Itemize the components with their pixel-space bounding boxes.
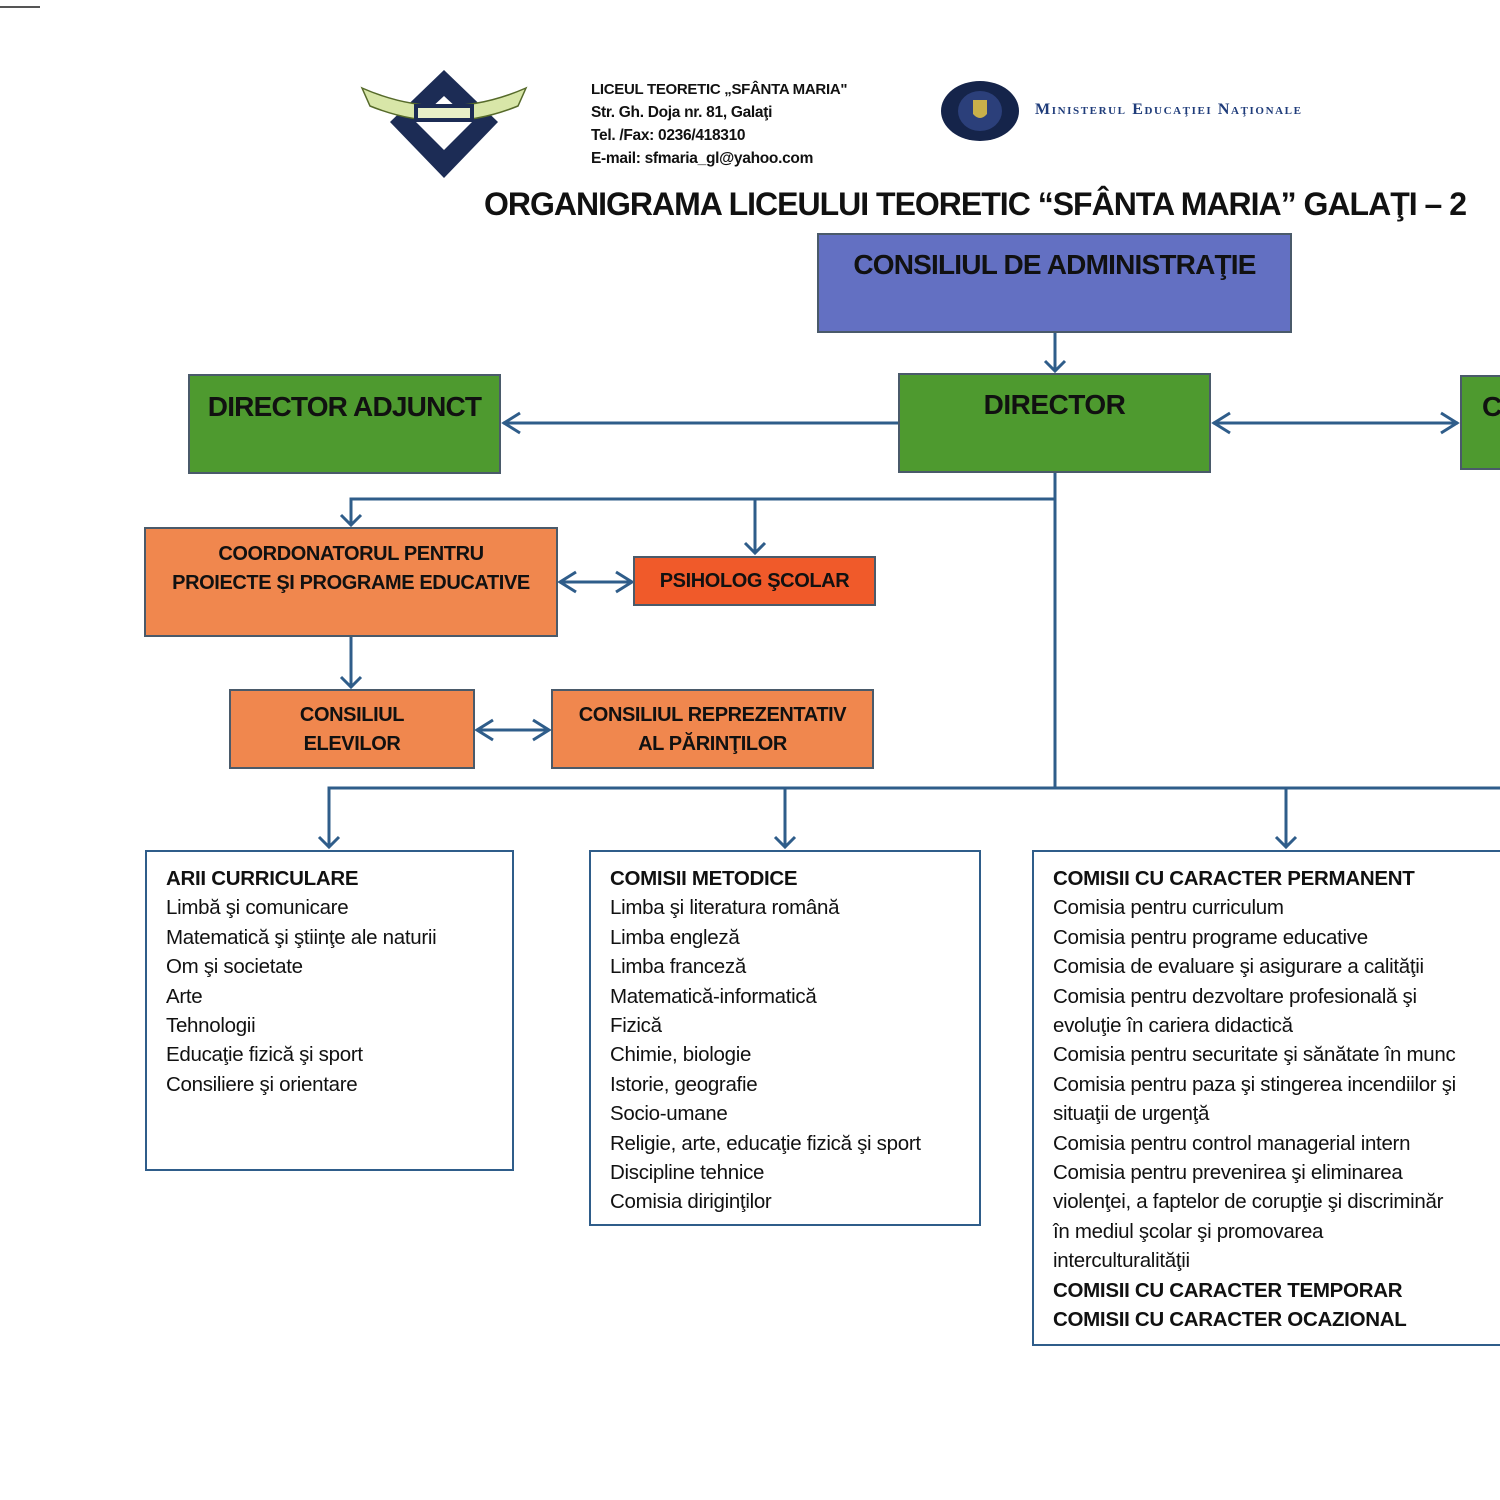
list-item: Comisia diriginţilor <box>610 1190 772 1214</box>
elevilor-line-1: CONSILIUL <box>299 704 405 726</box>
list-item: COMISII CU CARACTER TEMPORAR <box>1053 1278 1403 1302</box>
list-heading: ARII CURRICULARE <box>166 867 359 890</box>
list-item: Matematică-informatică <box>610 984 817 1008</box>
school-name: LICEUL TEORETIC „SFÂNTA MARIA" <box>591 81 848 98</box>
list-item: Fizică <box>610 1014 662 1038</box>
school-address: Str. Gh. Doja nr. 81, Galaţi <box>591 104 773 121</box>
parintilor-line-1: CONSILIUL REPREZENTATIV <box>578 704 847 726</box>
list-item: Limbă şi comunicare <box>166 896 349 920</box>
list-item: situaţii de urgenţă <box>1053 1102 1210 1126</box>
list-item: Discipline tehnice <box>610 1161 765 1185</box>
ministry-name: Ministerul Educaţiei Naţionale <box>1035 101 1303 118</box>
list-item: Limba şi literatura română <box>610 896 840 920</box>
coordonator-box: COORDONATORUL PENTRU PROIECTE ŞI PROGRAM… <box>144 527 558 637</box>
list-footer: COMISII CU CARACTER TEMPORAR COMISII CU C… <box>1053 1276 1500 1335</box>
list-item: Limba franceză <box>610 955 746 979</box>
list-item: interculturalităţii <box>1053 1249 1190 1273</box>
director-adjunct-box: DIRECTOR ADJUNCT <box>188 374 501 474</box>
list-item: Comisia pentru securitate şi sănătate în… <box>1053 1043 1456 1067</box>
elevilor-line-2: ELEVILOR <box>303 733 401 755</box>
list-item: Om şi societate <box>166 955 303 979</box>
list-heading: COMISII CU CARACTER PERMANENT <box>1053 867 1415 890</box>
list-item: Comisia pentru paza şi stingerea incendi… <box>1053 1072 1456 1096</box>
corner-mark <box>0 6 40 8</box>
director-box: DIRECTOR <box>898 373 1211 473</box>
list-item: Chimie, biologie <box>610 1043 752 1067</box>
school-info: LICEUL TEORETIC „SFÂNTA MARIA" Str. Gh. … <box>591 78 847 170</box>
list-item: Consiliere şi orientare <box>166 1072 358 1096</box>
consiliul-administratie-box: CONSILIUL DE ADMINISTRAŢIE <box>817 233 1292 333</box>
consiliul-elevilor-box: CONSILIUL ELEVILOR <box>229 689 475 769</box>
list-item: Comisia de evaluare şi asigurare a calit… <box>1053 955 1424 979</box>
coordonator-line-1: COORDONATORUL PENTRU <box>218 543 484 565</box>
comisii-permanente-box: COMISII CU CARACTER PERMANENT Comisia pe… <box>1032 850 1500 1346</box>
list-item: Comisia pentru control managerial intern <box>1053 1131 1411 1155</box>
list-item: în mediul şcolar şi promovarea <box>1053 1219 1324 1243</box>
consiliul-parintilor-box: CONSILIUL REPREZENTATIV AL PĂRINŢILOR <box>551 689 874 769</box>
parintilor-line-2: AL PĂRINŢILOR <box>638 733 787 755</box>
list-item: COMISII CU CARACTER OCAZIONAL <box>1053 1308 1407 1332</box>
list-item: Religie, arte, educaţie fizică şi sport <box>610 1131 921 1155</box>
psiholog-box: PSIHOLOG ŞCOLAR <box>633 556 876 606</box>
school-email: E-mail: sfmaria_gl@yahoo.com <box>591 150 814 167</box>
list-item: evoluţie în cariera didactică <box>1053 1014 1293 1038</box>
list-item: Comisia pentru curriculum <box>1053 896 1284 920</box>
list-item: Limba engleză <box>610 925 740 949</box>
list-item: Istorie, geografie <box>610 1072 758 1096</box>
page-title: ORGANIGRAMA LICEULUI TEORETIC “SFÂNTA MA… <box>484 186 1467 222</box>
list-item: Socio-umane <box>610 1102 728 1126</box>
list-item: Matematică şi ştiinţe ale naturii <box>166 925 437 949</box>
list-item: Comisia pentru prevenirea şi eliminarea <box>1053 1161 1403 1185</box>
coordonator-line-2: PROIECTE ŞI PROGRAME EDUCATIVE <box>172 572 530 594</box>
ministry-emblem-icon <box>941 81 1019 141</box>
list-item: Comisia pentru programe educative <box>1053 925 1368 949</box>
school-logo-icon <box>360 70 528 178</box>
list-item: violenţei, a faptelor de corupţie şi dis… <box>1053 1190 1444 1214</box>
comisii-metodice-box: COMISII METODICE Limba şi literatura rom… <box>589 850 981 1226</box>
cut-off-box: C <box>1460 375 1500 470</box>
list-heading: COMISII METODICE <box>610 867 798 890</box>
list-item: Tehnologii <box>166 1014 256 1038</box>
list-item: Comisia pentru dezvoltare profesională ş… <box>1053 984 1417 1008</box>
list-item: Arte <box>166 984 203 1008</box>
list-item: Educaţie fizică şi sport <box>166 1043 363 1067</box>
school-phone: Tel. /Fax: 0236/418310 <box>591 127 746 144</box>
